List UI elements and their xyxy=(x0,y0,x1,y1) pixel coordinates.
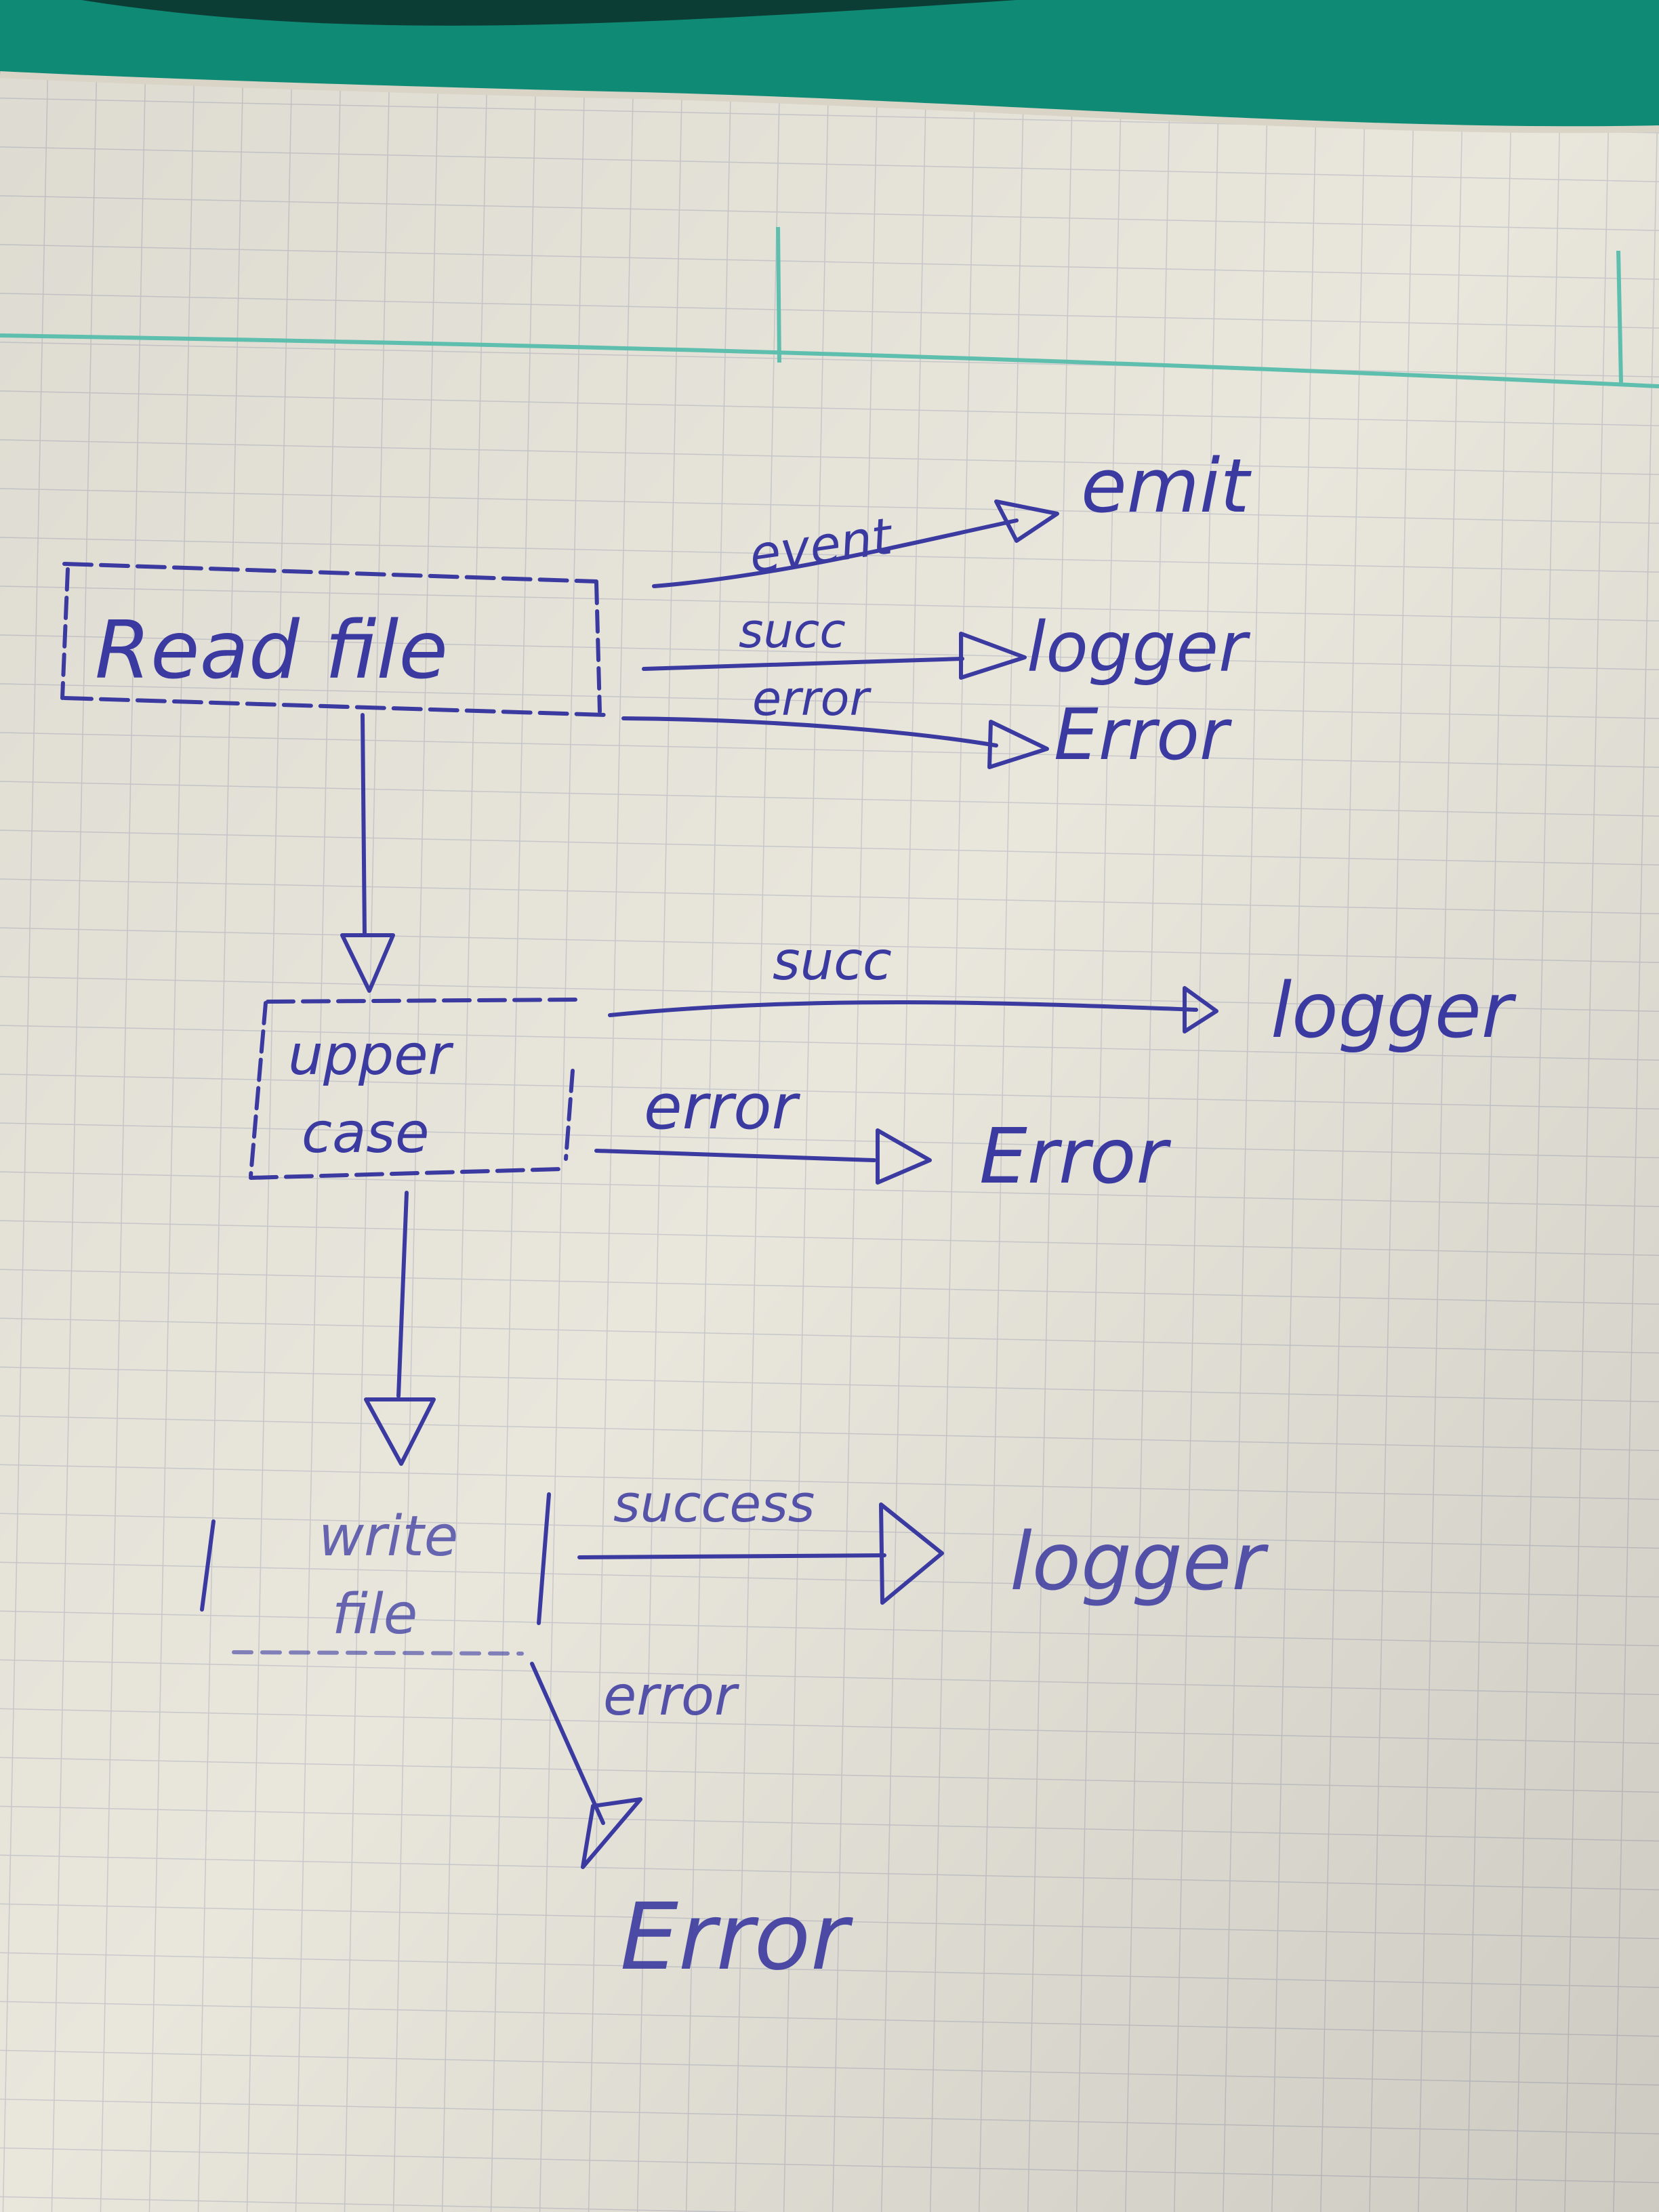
upper-logger-target: logger xyxy=(1271,967,1517,1055)
write-file-label-line2: file xyxy=(332,1582,417,1647)
read-to-upper-arrow xyxy=(361,713,367,937)
read-error-target: Error xyxy=(1054,693,1233,776)
read-file-box xyxy=(60,562,609,717)
read-succ-label: succ xyxy=(739,603,846,659)
read-succ-arrow xyxy=(642,657,964,671)
read-error-arrow xyxy=(621,716,998,747)
write-logger-target: logger xyxy=(1010,1515,1269,1608)
upper-case-box xyxy=(249,998,581,1180)
write-error-arrowhead xyxy=(581,1797,642,1869)
write-success-label: success xyxy=(613,1473,815,1534)
upper-error-arrow xyxy=(594,1149,876,1162)
write-success-arrowhead xyxy=(879,1502,944,1605)
upper-succ-arrowhead xyxy=(1183,986,1218,1033)
upper-error-label: error xyxy=(644,1071,801,1143)
upper-succ-arrow xyxy=(608,1000,1198,1017)
upper-case-label-line1: upper xyxy=(288,1023,454,1088)
write-error-arrow xyxy=(530,1662,605,1825)
read-event-arrow xyxy=(652,518,1019,588)
read-succ-arrowhead xyxy=(959,632,1027,680)
read-error-label: error xyxy=(752,671,872,726)
write-success-arrow xyxy=(577,1553,886,1559)
read-error-arrowhead xyxy=(987,720,1049,769)
write-file-box xyxy=(200,1492,551,1656)
upper-case-label-line2: case xyxy=(302,1101,430,1166)
upper-error-target: Error xyxy=(979,1113,1171,1201)
read-emit-target: emit xyxy=(1081,443,1252,529)
notebook-cover xyxy=(0,0,1659,134)
read-event-arrowhead xyxy=(994,499,1059,543)
upper-to-write-arrow xyxy=(396,1191,409,1398)
write-error-target: Error xyxy=(620,1884,853,1991)
upper-succ-label: succ xyxy=(773,931,892,992)
read-logger-target: logger xyxy=(1027,607,1251,688)
read-to-upper-arrowhead xyxy=(340,933,395,993)
margin-lines xyxy=(0,226,1659,388)
write-error-label: error xyxy=(603,1664,740,1727)
upper-to-write-arrowhead xyxy=(364,1397,436,1466)
write-file-label-line1: write xyxy=(319,1504,458,1569)
read-file-label: Read file xyxy=(95,603,448,697)
upper-error-arrowhead xyxy=(876,1128,932,1185)
